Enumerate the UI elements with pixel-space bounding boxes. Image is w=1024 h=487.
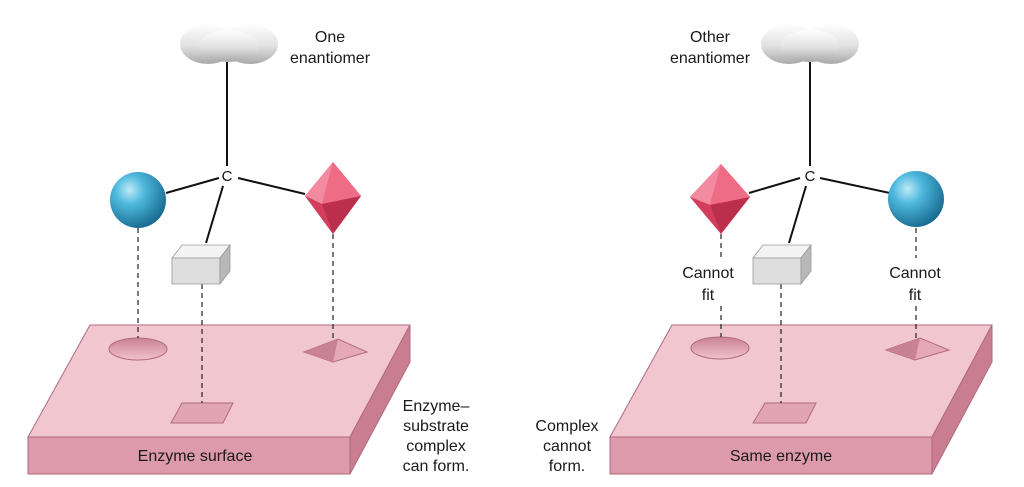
cloud-icon bbox=[180, 24, 278, 64]
enantiomer-label-line1: One bbox=[315, 29, 345, 46]
circle-recess bbox=[108, 337, 168, 361]
cube-icon bbox=[752, 243, 812, 286]
carbon-label: C bbox=[805, 168, 816, 185]
bond-down bbox=[788, 185, 807, 244]
sphere-icon bbox=[888, 171, 944, 227]
bond-left bbox=[748, 177, 801, 194]
result-line3: complex bbox=[406, 438, 466, 455]
square-recess bbox=[752, 402, 817, 424]
slab-side bbox=[349, 324, 411, 475]
cannot-fit-left-line2: fit bbox=[702, 287, 715, 304]
result-line4: can form. bbox=[403, 458, 470, 475]
square-recess bbox=[170, 402, 234, 424]
diamond-recess bbox=[884, 337, 951, 361]
result-line1: Enzyme– bbox=[403, 398, 470, 415]
enantiomer-label-line2: enantiomer bbox=[290, 50, 371, 67]
cannot-fit-right-line2: fit bbox=[909, 287, 922, 304]
bond-down bbox=[205, 185, 224, 244]
slab-side bbox=[931, 324, 993, 475]
same-enzyme-label: Same enzyme bbox=[730, 448, 832, 465]
cannot-fit-left-line1: Cannot bbox=[682, 265, 734, 282]
result-line3: form. bbox=[549, 458, 585, 475]
result-line2: cannot bbox=[543, 438, 592, 455]
enantiomer-label-line1: Other bbox=[690, 29, 731, 46]
cloud-icon bbox=[761, 24, 859, 64]
diamond-recess bbox=[302, 338, 369, 363]
enzyme-surface-label: Enzyme surface bbox=[138, 448, 253, 465]
bond-left bbox=[165, 177, 220, 194]
result-line2: substrate bbox=[403, 418, 469, 435]
cannot-fit-right-line1: Cannot bbox=[889, 265, 941, 282]
right-panel: C Other enantiomer Cannot fit Cannot bbox=[535, 24, 993, 475]
carbon-label: C bbox=[222, 168, 233, 185]
result-line1: Complex bbox=[535, 418, 598, 435]
sphere-icon bbox=[110, 172, 166, 228]
left-panel: C One enantiomer Enzyme surface Enzyme– bbox=[27, 24, 470, 475]
octahedron-icon bbox=[690, 164, 750, 234]
bond-right bbox=[237, 177, 306, 195]
bond-right bbox=[819, 177, 891, 194]
octahedron-icon bbox=[305, 162, 361, 234]
enantiomer-label-line2: enantiomer bbox=[670, 50, 751, 67]
circle-recess bbox=[690, 336, 750, 360]
cube-icon bbox=[171, 243, 231, 286]
